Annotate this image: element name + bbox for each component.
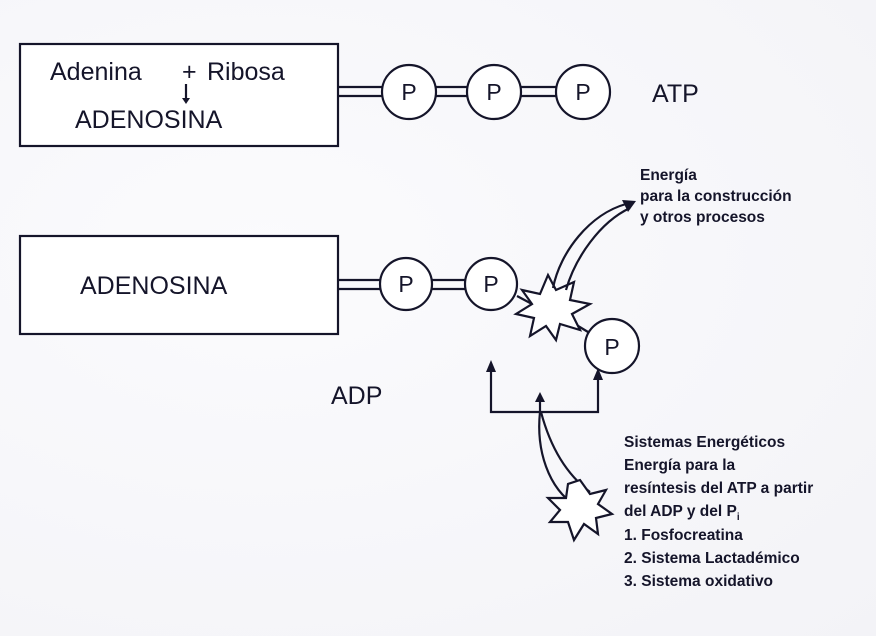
energy-arrow-head [622, 200, 636, 212]
atp-molecule: Adenina + Ribosa ADENOSINA P P P ATP [18, 42, 699, 148]
adp-molecule: ADENOSINA P P P ADP [18, 234, 641, 410]
explosion-icon-upper [513, 272, 594, 343]
atp-phosphate-2 [465, 63, 523, 121]
atp-phosphate-3-label: P [575, 79, 590, 105]
ribosa-label: Ribosa [207, 58, 285, 86]
broken-bond-left [516, 295, 533, 305]
resynthesis-bracket [486, 360, 603, 414]
systems-item-3: 3. Sistema oxidativo [624, 573, 773, 590]
systems-item-1: 1. Fosfocreatina [624, 527, 743, 544]
atp-phosphate-1-label: P [401, 79, 416, 105]
adp-phosphate-2-label: P [483, 271, 498, 297]
bracket-arrow-left [486, 360, 496, 372]
explosion-icon-lower [545, 478, 615, 543]
bracket-arrow-center [535, 392, 545, 402]
systems-arrow-2 [539, 411, 591, 493]
bracket-arrow-right [593, 368, 603, 380]
adp-phosphate-1-label: P [398, 271, 413, 297]
adenina-label: Adenina [50, 58, 142, 86]
atp-adenosine-label: ADENOSINA [75, 106, 223, 134]
energy-arrow-1 [551, 202, 627, 289]
plus-sign: + [182, 58, 197, 86]
energy-release-line-2: para la construcción [640, 188, 792, 205]
energy-release-line-3: y otros procesos [640, 209, 765, 226]
bracket-line [489, 372, 600, 414]
adp-label: ADP [331, 382, 382, 410]
energy-release-line-1: Energía [640, 167, 697, 184]
adp-adenosine-label: ADENOSINA [80, 272, 228, 300]
systems-line-4: del ADP y del Pi [624, 503, 740, 523]
released-phosphate-label: P [604, 334, 619, 360]
atp-label: ATP [652, 80, 699, 108]
systems-line-3: resíntesis del ATP a partir [624, 480, 813, 497]
atp-adenosine-box [18, 42, 340, 148]
adp-phosphate-2 [463, 256, 519, 312]
systems-title: Sistemas Energéticos [624, 434, 785, 451]
systems-item-2: 2. Sistema Lactadémico [624, 550, 800, 567]
atp-phosphate-3 [554, 63, 612, 121]
energy-release-arrows [551, 200, 636, 291]
adp-adenosine-box [18, 234, 340, 336]
released-phosphate [583, 317, 641, 375]
adp-phosphate-1 [378, 256, 434, 312]
energy-arrow-2 [564, 207, 631, 291]
atp-phosphate-2-label: P [486, 79, 501, 105]
energy-systems-arrows [538, 411, 615, 543]
systems-line-2: Energía para la [624, 457, 736, 474]
combine-arrow-head [182, 98, 190, 104]
bond-break-burst [513, 272, 594, 343]
atp-phosphate-1 [380, 63, 438, 121]
